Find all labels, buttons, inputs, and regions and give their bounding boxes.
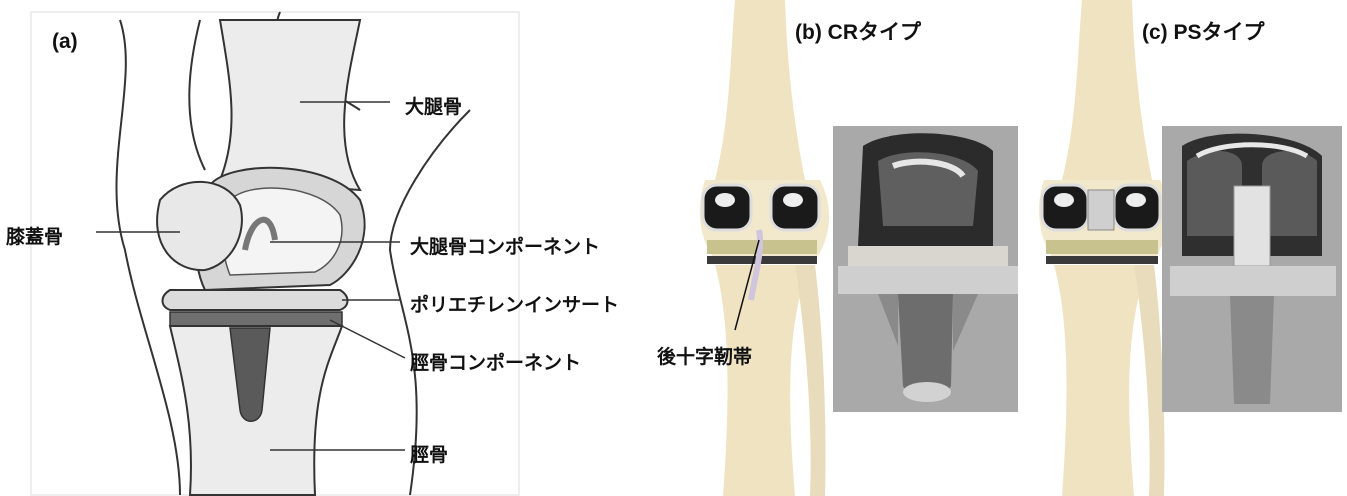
panel-a-label: (a) bbox=[52, 30, 78, 54]
ps-implant-drawing bbox=[1162, 126, 1342, 412]
label-femoral-component: 大腿骨コンポーネント bbox=[410, 232, 600, 259]
panel-c-ps-type: (c) PSタイプ bbox=[1022, 0, 1344, 496]
cr-implant-photo bbox=[833, 126, 1018, 412]
cr-knee-illustration bbox=[675, 0, 845, 496]
label-tibial-component: 脛骨コンポーネント bbox=[410, 348, 581, 375]
panel-a-knee-diagram: (a) 大腿骨 膝蓋骨 大腿骨コンポーネント ポリエチレンインサート 脛骨コンポ… bbox=[30, 0, 520, 496]
ps-implant-photo bbox=[1162, 126, 1342, 412]
panel-b-label: (b) CRタイプ bbox=[795, 16, 921, 46]
cr-implant-drawing bbox=[833, 126, 1018, 412]
label-pcl: 後十字靭帯 bbox=[657, 342, 752, 369]
label-femur: 大腿骨 bbox=[405, 92, 462, 119]
panel-c-label: (c) PSタイプ bbox=[1142, 16, 1265, 46]
label-tibia: 脛骨 bbox=[410, 440, 448, 467]
panel-b-cr-type: (b) CRタイプ 後十字靭帯 bbox=[675, 0, 1020, 496]
label-patella: 膝蓋骨 bbox=[6, 222, 63, 249]
label-polyethylene-insert: ポリエチレンインサート bbox=[410, 290, 619, 317]
